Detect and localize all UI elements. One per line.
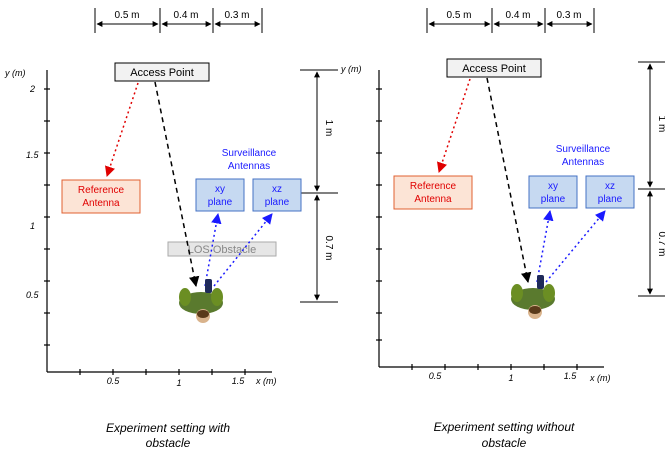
left-xz-plane-line1: xz [272, 184, 282, 195]
right-reference-antenna-box [393, 175, 473, 210]
left-xz-plane-box [252, 178, 302, 212]
left-ap-to-person-arrow [154, 81, 200, 288]
right-xz-plane-line1: xz [605, 181, 615, 192]
right-horizontal-dimensions [426, 8, 595, 33]
left-surveillance-label-line1: Surveillance [222, 148, 277, 159]
left-y-tick-2: 2 [29, 84, 35, 94]
left-x-tick-0-5: 0.5 [107, 376, 121, 386]
left-vertical-dimensions [300, 69, 338, 303]
left-x-tick-1-5: 1.5 [232, 376, 246, 386]
left-person-to-xz-arrow [213, 213, 273, 287]
left-x-tick-1: 1 [176, 378, 181, 388]
left-y-axis-label: y (m) [4, 68, 26, 78]
right-person-to-xy-arrow [536, 209, 554, 283]
left-reference-antenna-line1: Reference [78, 185, 125, 196]
left-reference-antenna-line2: Antenna [82, 198, 120, 209]
right-xz-plane-line2: plane [598, 194, 623, 205]
left-x-axis-label: x (m) [255, 376, 277, 386]
left-reference-antenna-box [61, 179, 141, 214]
left-xy-plane-line2: plane [208, 197, 233, 208]
left-los-obstacle-label: LOS Obstacle [188, 244, 256, 256]
left-xy-plane-line1: xy [215, 184, 225, 195]
right-xz-plane-box [585, 175, 635, 209]
left-xy-plane-box [195, 178, 245, 212]
left-caption-line1: Experiment setting with [106, 421, 230, 435]
left-vdim-label-2: 0.7 m [323, 235, 334, 260]
left-y-tick-0-5: 0.5 [26, 290, 40, 300]
right-dim-label-2: 0.4 m [505, 10, 530, 21]
right-panel: 0.5 m 0.4 m 0.3 m y (m) 0.5 1 1.5 x (m) [340, 8, 665, 450]
left-ap-to-reference-arrow [105, 82, 139, 177]
right-vertical-dimensions [638, 61, 665, 297]
left-los-obstacle-box [167, 241, 277, 257]
right-reference-antenna-line2: Antenna [414, 194, 452, 205]
left-surveillance-label-line2: Antennas [228, 161, 270, 172]
right-vdim-label-1: 1 m [656, 116, 665, 133]
right-x-tick-1: 1 [508, 373, 513, 383]
left-dim-label-3: 0.3 m [224, 10, 249, 21]
left-horizontal-dimensions [94, 8, 263, 33]
left-y-tick-1: 1 [30, 221, 35, 231]
right-x-axis-label: x (m) [589, 373, 611, 383]
left-vdim-label-1: 1 m [323, 120, 334, 137]
right-xy-plane-box [528, 175, 578, 209]
left-caption-line2: obstacle [146, 436, 191, 450]
right-caption-line1: Experiment setting without [434, 420, 575, 434]
left-access-point-box [114, 62, 210, 82]
left-access-point-label: Access Point [130, 67, 194, 79]
right-caption-line2: obstacle [482, 436, 527, 450]
right-dim-label-3: 0.3 m [556, 10, 581, 21]
left-xz-plane-line2: plane [265, 197, 290, 208]
left-y-tick-1-5: 1.5 [26, 150, 40, 160]
left-panel: 0.5 m 0.4 m 0.3 m y (m) 2 1.5 1 0.5 [4, 8, 338, 450]
right-xy-plane-line2: plane [541, 194, 566, 205]
right-person-figure [511, 275, 555, 319]
right-vdim-label-2: 0.7 m [656, 231, 665, 256]
right-y-axis-label: y (m) [340, 64, 362, 74]
right-ap-to-person-arrow [486, 77, 532, 284]
right-surveillance-label-line1: Surveillance [556, 144, 611, 155]
left-dim-label-1: 0.5 m [114, 10, 139, 21]
right-access-point-box [446, 58, 542, 78]
right-x-tick-1-5: 1.5 [564, 371, 578, 381]
left-axes [44, 70, 272, 375]
right-surveillance-label-line2: Antennas [562, 157, 604, 168]
left-person-figure [179, 279, 223, 323]
left-dim-label-2: 0.4 m [173, 10, 198, 21]
right-reference-antenna-line1: Reference [410, 181, 457, 192]
right-x-tick-0-5: 0.5 [429, 371, 443, 381]
right-dim-label-1: 0.5 m [446, 10, 471, 21]
right-person-to-xz-arrow [545, 210, 606, 283]
left-person-to-xy-arrow [204, 212, 222, 287]
right-access-point-label: Access Point [462, 63, 526, 75]
right-xy-plane-line1: xy [548, 181, 558, 192]
right-ap-to-reference-arrow [437, 78, 471, 173]
right-axes [376, 70, 604, 370]
